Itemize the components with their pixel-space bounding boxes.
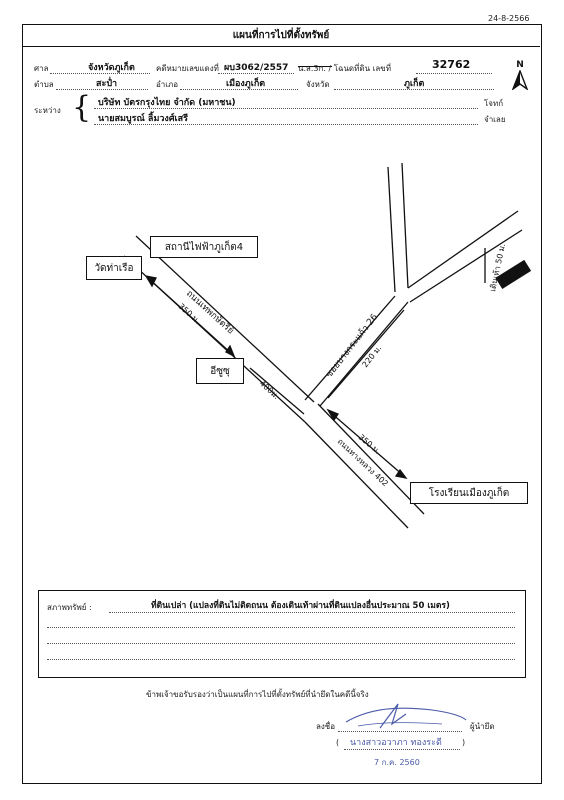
between-label: ระหว่าง — [34, 106, 61, 115]
defendant-name: นายสมบูรณ์ ลิ้มวงศ์เสรี — [98, 114, 188, 124]
dist-400: 400ม. — [258, 379, 281, 401]
landmark-school: โรงเรียนเมืองภูเก็ต — [410, 482, 528, 504]
court-line — [50, 62, 150, 74]
landmark-temple-label: วัดท่าเรือ — [94, 262, 134, 274]
road-main-edge-a — [135, 235, 315, 403]
soi-edge-b — [319, 301, 409, 407]
title-bar: แผนที่การไปที่ตั้งทรัพย์ — [22, 24, 540, 47]
defendant-line — [94, 113, 478, 125]
paren-close: ) — [462, 738, 466, 747]
condition-label: สภาพทรัพย์ : — [47, 603, 92, 612]
signature-icon — [345, 703, 467, 729]
branch-east-edge-a — [407, 210, 519, 289]
arrowhead — [225, 344, 236, 358]
sign-label: ลงชื่อ — [316, 722, 336, 731]
deed-value: 32762 — [432, 58, 471, 71]
subdistrict-label: ตำบล — [34, 80, 54, 89]
document-date: 24-8-2566 — [488, 14, 530, 23]
subdistrict-line — [56, 78, 148, 90]
defendant-role: จำเลย — [484, 115, 506, 124]
dist-350-right: 350 ม. — [357, 433, 382, 456]
province-line — [334, 78, 494, 90]
branch-east-edge-b — [409, 229, 523, 303]
condition-line-2 — [47, 619, 515, 628]
arrow-350-right — [329, 411, 405, 477]
condition-line-4 — [47, 651, 515, 660]
signer-role: ผู้นำยึด — [470, 722, 495, 731]
sign-line — [338, 720, 462, 732]
strike-line — [298, 66, 332, 67]
signer-name: นางสาวอวาภา ทองระดี — [350, 738, 442, 748]
arrow-350-left — [147, 277, 233, 355]
land-plot-marker — [495, 259, 532, 289]
arrow-220 — [327, 309, 405, 399]
plaintiff-role: โจทก์ — [484, 99, 504, 108]
court-value: จังหวัดภูเก็ต — [88, 63, 135, 73]
page-frame — [22, 24, 542, 784]
landmark-isuzu: อีซูซุ — [196, 358, 244, 384]
branch-north-edge-a — [387, 166, 396, 293]
paren-open: ( — [336, 738, 340, 747]
arrowhead — [326, 408, 339, 422]
province-label: จังหวัด — [306, 80, 330, 89]
case-line — [218, 62, 294, 74]
arrowhead — [394, 468, 408, 479]
condition-line-3 — [47, 635, 515, 644]
brace: { — [72, 90, 92, 125]
certify-text: ข้าพเจ้าขอรับรองว่าเป็นแผนที่การไปที่ตั้… — [146, 690, 369, 699]
name-line — [344, 738, 460, 750]
soi-edge-a — [304, 295, 396, 401]
subdistrict-value: สะป่ำ — [96, 79, 118, 89]
plaintiff-name: บริษัท บัตรกรุงไทย จำกัด (มหาชน) — [98, 98, 236, 108]
plaintiff-line — [94, 97, 478, 109]
deed-line — [416, 62, 492, 74]
court-label: ศาล — [34, 64, 49, 73]
sign-date: 7 ก.ค. 2560 — [374, 758, 420, 767]
condition-line-1 — [109, 601, 515, 613]
road-402-edge-a — [317, 403, 425, 515]
arrow-400 — [249, 367, 305, 415]
district-value: เมืองภูเก็ต — [226, 79, 266, 89]
landmark-school-label: โรงเรียนเมืองภูเก็ต — [428, 487, 510, 499]
case-value: ผบ3062/2557 — [224, 63, 289, 73]
north-arrow-icon — [511, 69, 529, 91]
landmark-temple: วัดท่าเรือ — [86, 256, 142, 280]
north-arrow: N — [511, 60, 529, 94]
district-label: อำเภอ — [156, 80, 179, 89]
district-line — [180, 78, 298, 90]
branch-north-edge-b — [401, 162, 409, 289]
landmark-power-station-label: สถานีไฟฟ้าภูเก็ต4 — [164, 241, 244, 253]
landmark-isuzu-label: อีซูซุ — [210, 365, 230, 377]
province-value: ภูเก็ต — [404, 79, 425, 89]
case-label: คดีหมายเลขแดงที่ — [156, 64, 219, 73]
form-title: แผนที่การไปที่ตั้งทรัพย์ — [232, 29, 330, 41]
road-402-edge-b — [304, 421, 409, 529]
landmark-power-station: สถานีไฟฟ้าภูเก็ต4 — [150, 236, 258, 258]
deed-type-label: น.ส.3ก. / โฉนดที่ดิน เลขที่ — [298, 64, 391, 73]
arrowhead — [144, 275, 157, 288]
condition-text: ที่ดินเปล่า (แปลงที่ดินไม่ติดถนน ต้องเดิ… — [151, 601, 450, 611]
north-label: N — [516, 60, 524, 70]
property-condition-box: สภาพทรัพย์ : ที่ดินเปล่า (แปลงที่ดินไม่ต… — [38, 590, 526, 678]
